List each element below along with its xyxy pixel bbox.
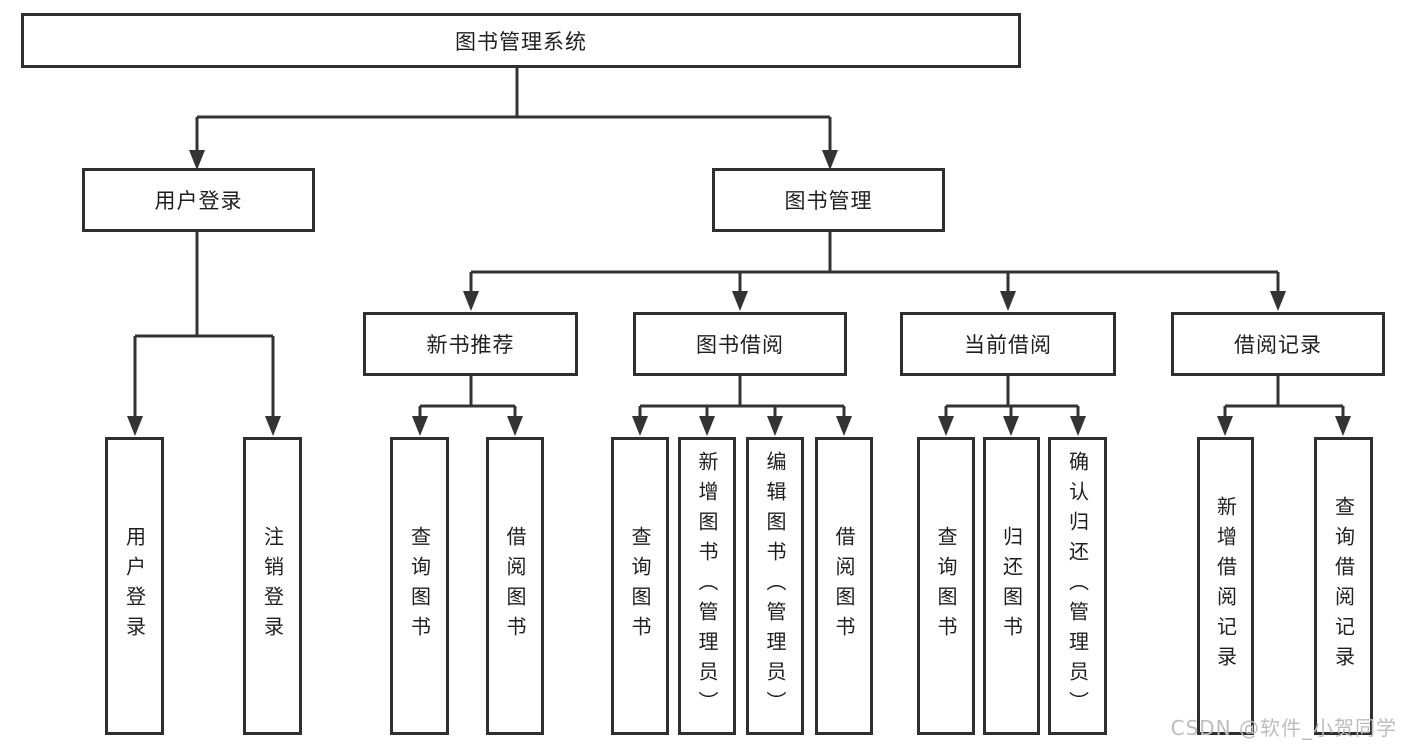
node-book-management-label: 图书管理 (784, 189, 873, 213)
node-root-label: 图书管理系统 (455, 29, 587, 54)
leaf-user-login: 用户登录 (105, 437, 164, 735)
leaf-add-book-admin-label: 新增图书（管理员） (695, 451, 719, 721)
node-book-borrow: 图书借阅 (633, 312, 847, 376)
leaf-add-borrow-record: 新增借阅记录 (1197, 437, 1254, 735)
leaf-return-book: 归还图书 (983, 437, 1040, 735)
node-user-login-label: 用户登录 (154, 189, 243, 213)
node-book-management: 图书管理 (712, 168, 945, 232)
leaf-borrow-books-1: 借阅图书 (486, 437, 544, 735)
node-user-login: 用户登录 (82, 168, 315, 232)
leaf-borrow-books-2: 借阅图书 (815, 437, 873, 735)
leaf-query-books-1: 查询图书 (390, 437, 449, 735)
leaf-query-books-1-label: 查询图书 (407, 526, 432, 646)
leaf-edit-book-admin: 编辑图书（管理员） (746, 437, 804, 735)
node-new-book-recommend: 新书推荐 (363, 312, 578, 376)
node-borrow-records: 借阅记录 (1171, 312, 1385, 376)
node-root: 图书管理系统 (21, 13, 1021, 68)
leaf-user-login-label: 用户登录 (122, 526, 147, 646)
leaf-confirm-return-admin: 确认归还（管理员） (1048, 437, 1107, 735)
leaf-confirm-return-admin-label: 确认归还（管理员） (1065, 451, 1090, 721)
leaf-query-borrow-record-label: 查询借阅记录 (1331, 496, 1356, 676)
leaf-add-book-admin: 新增图书（管理员） (678, 437, 736, 735)
leaf-query-books-3-label: 查询图书 (934, 526, 958, 646)
arrowheads (127, 150, 1351, 436)
node-new-book-recommend-label: 新书推荐 (426, 333, 515, 357)
leaf-query-books-2: 查询图书 (611, 437, 669, 735)
leaf-logout-login: 注销登录 (243, 437, 302, 735)
leaf-query-borrow-record: 查询借阅记录 (1314, 437, 1373, 735)
leaf-return-book-label: 归还图书 (999, 526, 1024, 646)
node-current-borrow-label: 当前借阅 (964, 333, 1052, 357)
leaf-query-books-2-label: 查询图书 (628, 526, 652, 646)
leaf-borrow-books-1-label: 借阅图书 (503, 526, 527, 646)
node-borrow-records-label: 借阅记录 (1234, 333, 1322, 357)
leaf-edit-book-admin-label: 编辑图书（管理员） (763, 451, 787, 721)
watermark: CSDN @软件_小贺同学 (1170, 716, 1397, 740)
leaf-add-borrow-record-label: 新增借阅记录 (1213, 496, 1238, 676)
leaf-logout-login-label: 注销登录 (260, 526, 285, 646)
leaf-query-books-3: 查询图书 (917, 437, 975, 735)
node-book-borrow-label: 图书借阅 (696, 333, 784, 357)
node-current-borrow: 当前借阅 (900, 312, 1116, 376)
leaf-borrow-books-2-label: 借阅图书 (832, 526, 856, 646)
